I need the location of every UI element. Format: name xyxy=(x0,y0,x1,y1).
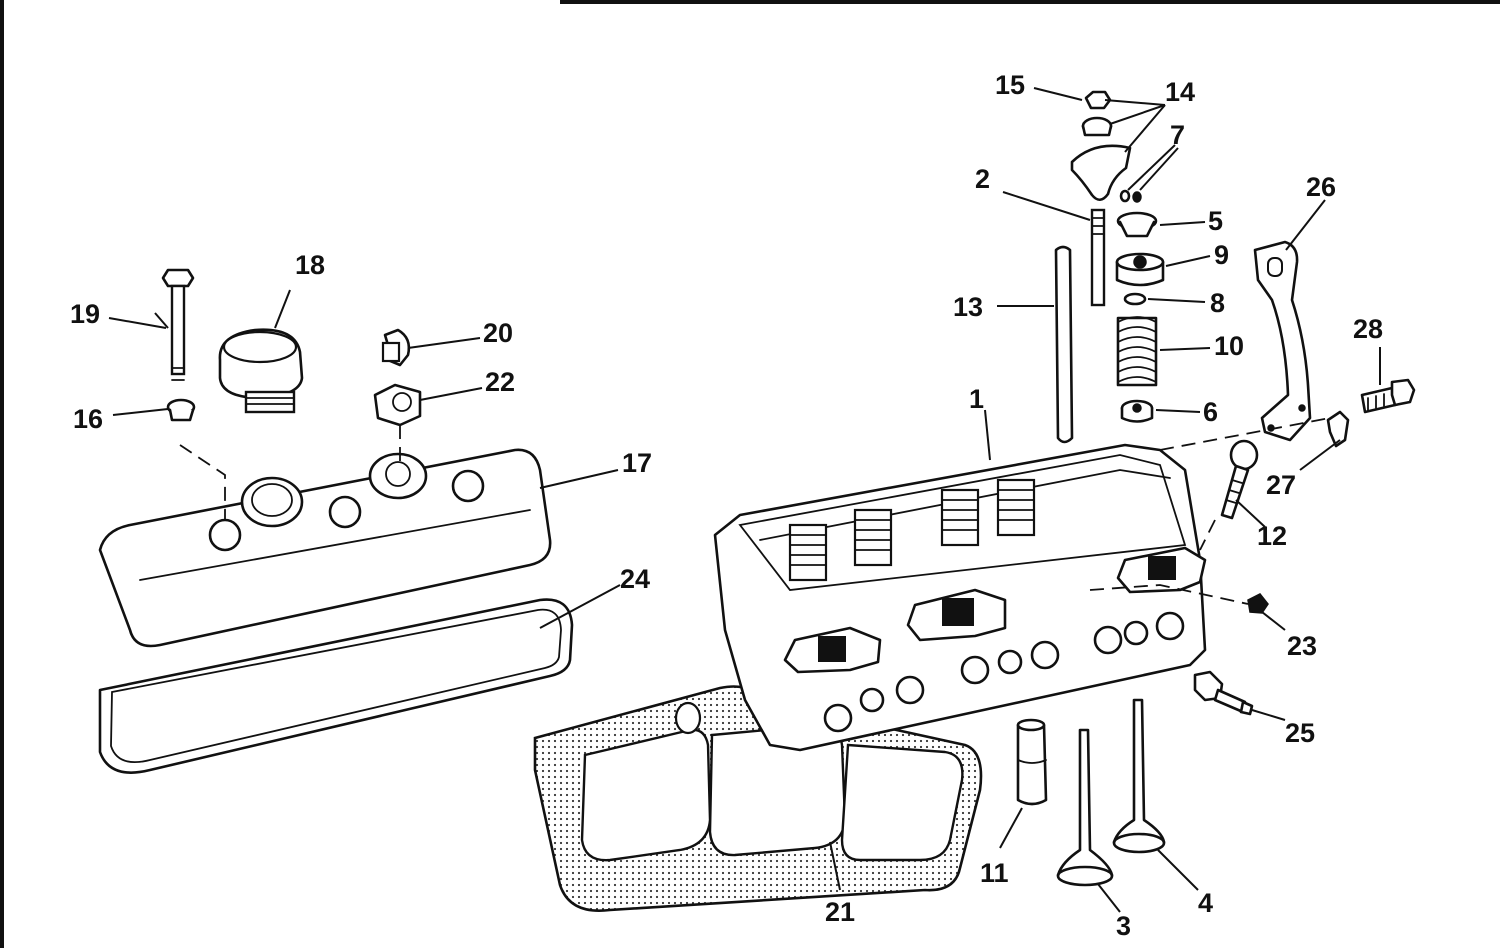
callout-17: 17 xyxy=(622,448,652,478)
callout-19: 19 xyxy=(70,299,100,329)
pipe-plug xyxy=(1247,593,1269,614)
cover-bolt xyxy=(161,268,195,381)
valve-spring-retainer xyxy=(1116,211,1158,238)
bolt-grommet xyxy=(166,398,196,422)
rocker-ball xyxy=(1081,116,1113,137)
leader-lines xyxy=(108,87,1381,913)
pcv-grommet xyxy=(373,383,422,427)
alignment-line-cover xyxy=(179,444,226,520)
callout-8: 8 xyxy=(1210,288,1225,318)
callout-2: 2 xyxy=(975,164,990,194)
callout-13: 13 xyxy=(953,292,983,322)
callout-9: 9 xyxy=(1214,240,1229,270)
callout-3: 3 xyxy=(1116,911,1131,941)
bracket-bolt xyxy=(1360,378,1416,414)
callout-27: 27 xyxy=(1266,470,1296,500)
valve-spring xyxy=(1116,316,1158,387)
callout-21: 21 xyxy=(825,897,855,927)
pcv-elbow xyxy=(381,328,411,367)
alignment-line-bracket xyxy=(1159,417,1331,451)
callout-6: 6 xyxy=(1203,397,1218,427)
pushrod xyxy=(1054,245,1074,444)
valve-keepers xyxy=(1119,189,1142,203)
callout-16: 16 xyxy=(73,404,103,434)
callout-26: 26 xyxy=(1306,172,1336,202)
spring-shim xyxy=(1120,399,1154,423)
callout-24: 24 xyxy=(620,564,650,594)
rocker-cover-gasket xyxy=(98,598,574,774)
callout-10: 10 xyxy=(1214,331,1244,361)
alignment-line-plug xyxy=(1089,584,1249,605)
callout-22: 22 xyxy=(485,367,515,397)
callout-18: 18 xyxy=(295,250,325,280)
cylinder-head xyxy=(713,443,1207,752)
callout-5: 5 xyxy=(1208,206,1223,236)
lifting-bracket xyxy=(1253,240,1312,442)
callout-23: 23 xyxy=(1287,631,1317,661)
callout-11: 11 xyxy=(980,858,1009,888)
intake-valve xyxy=(1056,728,1114,887)
head-valve-springs xyxy=(788,478,1036,582)
callout-14: 14 xyxy=(1165,77,1195,107)
callout-15: 15 xyxy=(995,70,1025,100)
callout-20: 20 xyxy=(483,318,513,348)
valve-shield xyxy=(1115,252,1165,287)
hydraulic-lifter xyxy=(1016,718,1048,806)
alignment-line-bolt xyxy=(1199,519,1216,551)
callout-28: 28 xyxy=(1353,314,1383,344)
valve-seal xyxy=(1123,292,1147,306)
cylinder-head-bolt xyxy=(1220,439,1259,520)
harness-clip xyxy=(1326,410,1350,448)
oil-fill-cap xyxy=(218,328,304,414)
valve-cover xyxy=(98,448,552,648)
exhaust-valve xyxy=(1112,698,1166,854)
callout-12: 12 xyxy=(1257,521,1287,551)
callout-4: 4 xyxy=(1198,888,1213,918)
callout-1: 1 xyxy=(969,384,984,414)
callout-7: 7 xyxy=(1170,120,1185,150)
temperature-sender xyxy=(1193,670,1254,716)
rocker-stud xyxy=(1090,208,1106,307)
cylinder-head-gasket xyxy=(533,685,983,912)
callout-25: 25 xyxy=(1285,718,1315,748)
rocker-arm xyxy=(1070,144,1132,202)
